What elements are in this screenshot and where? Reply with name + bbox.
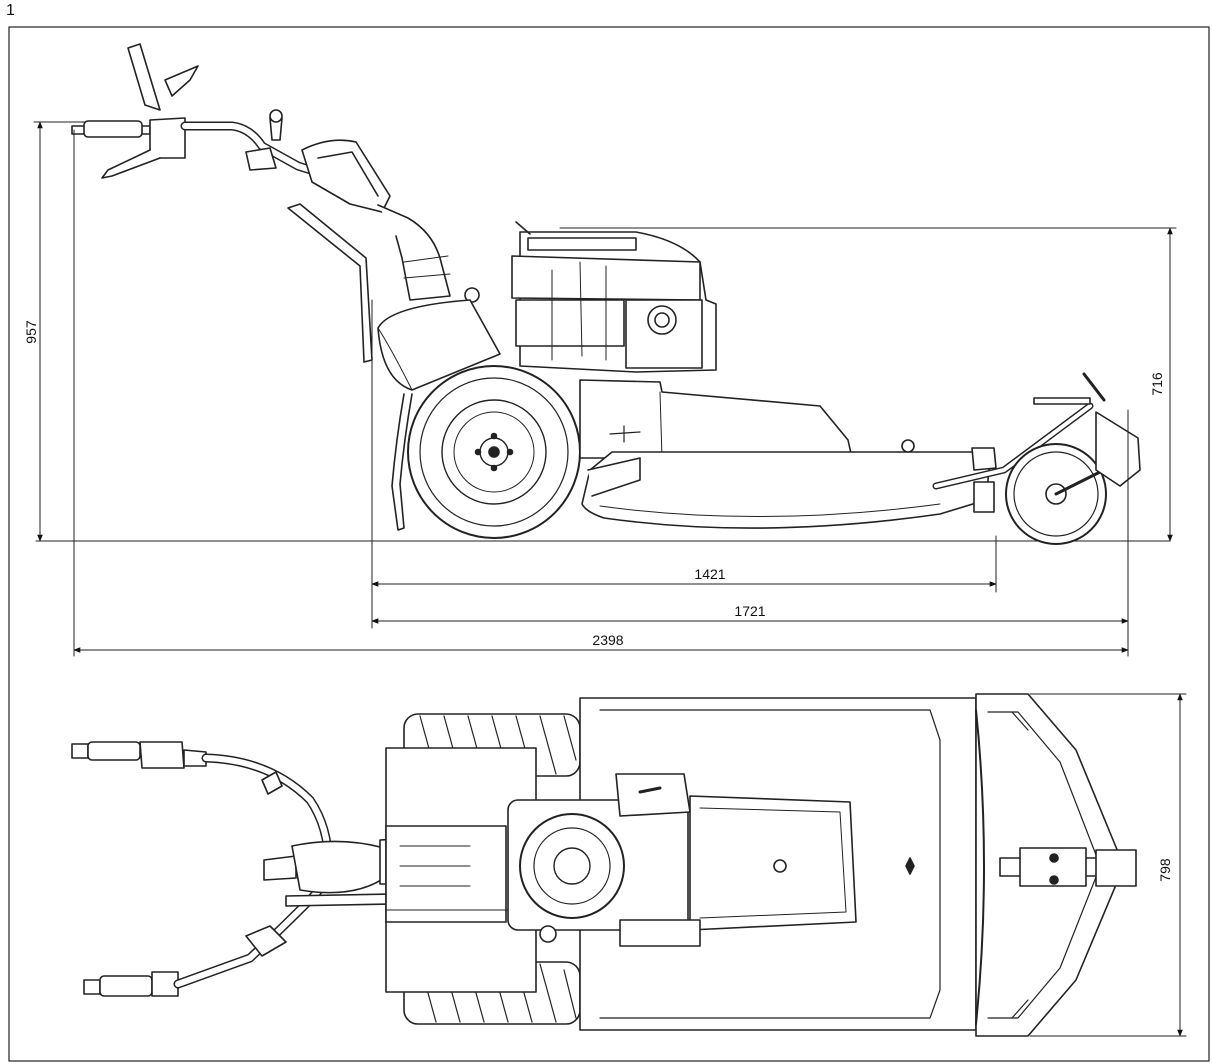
engine-top [507, 773, 701, 947]
handle-lower [83, 971, 179, 997]
side-view [33, 43, 1177, 657]
mower-deck [579, 379, 991, 529]
drive-housing [377, 299, 501, 391]
dim-label-798: 798 [1157, 858, 1173, 882]
handle-column [377, 204, 451, 301]
front-wheel-top [999, 847, 1137, 887]
dim-label-1721: 1721 [734, 603, 765, 619]
dim-label-957: 957 [23, 320, 39, 344]
dim-label-1421: 1421 [694, 566, 725, 582]
front-wheel [932, 372, 1141, 545]
handle-upper [71, 741, 207, 769]
top-view [71, 693, 1187, 1037]
figure-number: 1 [6, 2, 15, 19]
engine [511, 221, 717, 373]
dim-label-2398: 2398 [592, 632, 623, 648]
rear-wheel [407, 365, 581, 539]
control-box [301, 139, 391, 213]
figure-frame [8, 26, 1210, 1062]
handlebar [71, 43, 335, 181]
dim-label-716: 716 [1149, 372, 1165, 396]
